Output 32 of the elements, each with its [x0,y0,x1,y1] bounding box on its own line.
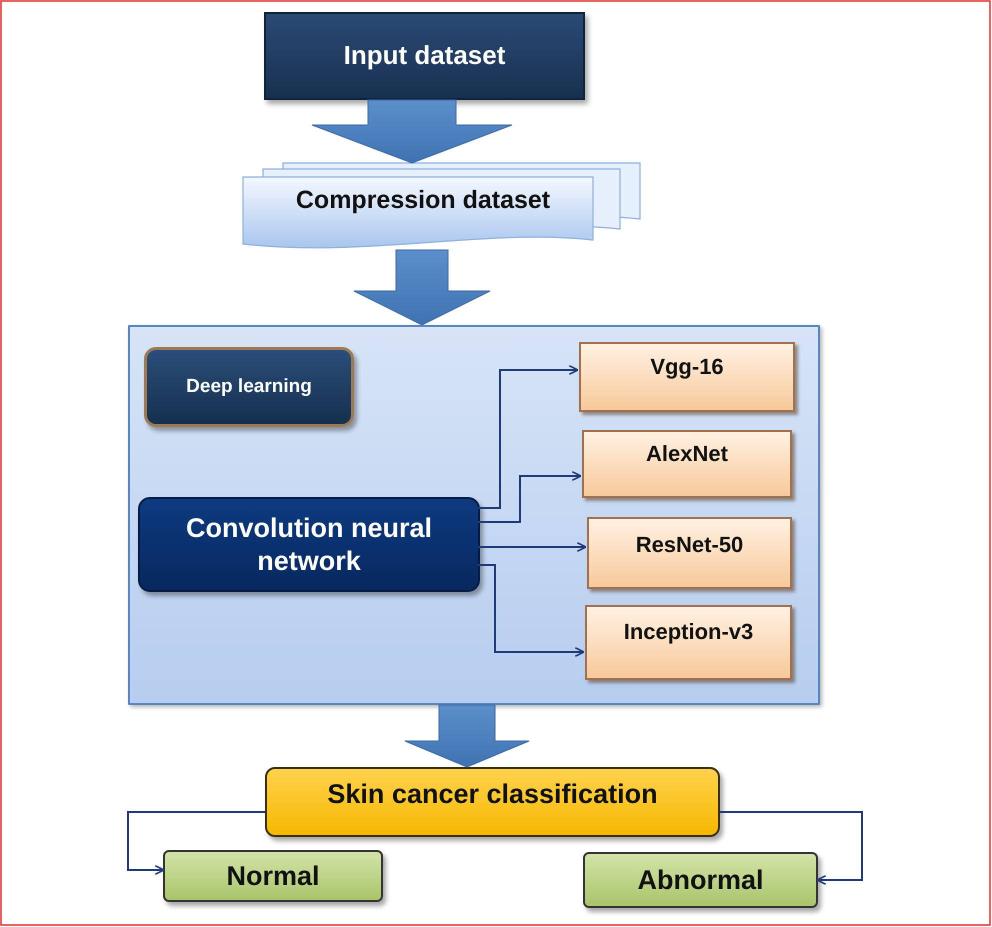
arrow [127,811,265,876]
group-panel [128,325,820,705]
dataset-box [264,12,585,100]
arrow [478,564,585,658]
node-label: Compression dataset [294,185,552,215]
node-label: Normal [226,860,320,892]
node-label: Inception-v3 [624,619,754,646]
arrow [478,364,579,509]
block-arrow [404,704,530,768]
arrow [478,470,582,523]
model-box [587,517,792,589]
block-arrow [312,100,512,164]
document-stack [243,163,640,250]
node-label: ResNet-50 [636,532,744,558]
outcome-box [583,852,818,908]
node-label: Skin cancer classification [327,778,658,810]
node-label: Input dataset [344,40,506,72]
model-box [582,430,792,498]
arrow [478,542,587,552]
process-box [138,497,480,592]
heading-box [144,347,354,427]
arrow [720,811,863,886]
outcome-box [163,850,383,902]
model-box [585,605,792,680]
model-box [579,342,795,412]
node-label: Convolution neural network [185,512,433,577]
result-box [265,767,720,837]
node-label: Abnormal [637,864,764,896]
node-label: Deep learning [186,376,312,398]
block-arrow [354,250,490,326]
node-label: AlexNet [646,440,728,468]
node-label: Vgg-16 [650,354,724,380]
